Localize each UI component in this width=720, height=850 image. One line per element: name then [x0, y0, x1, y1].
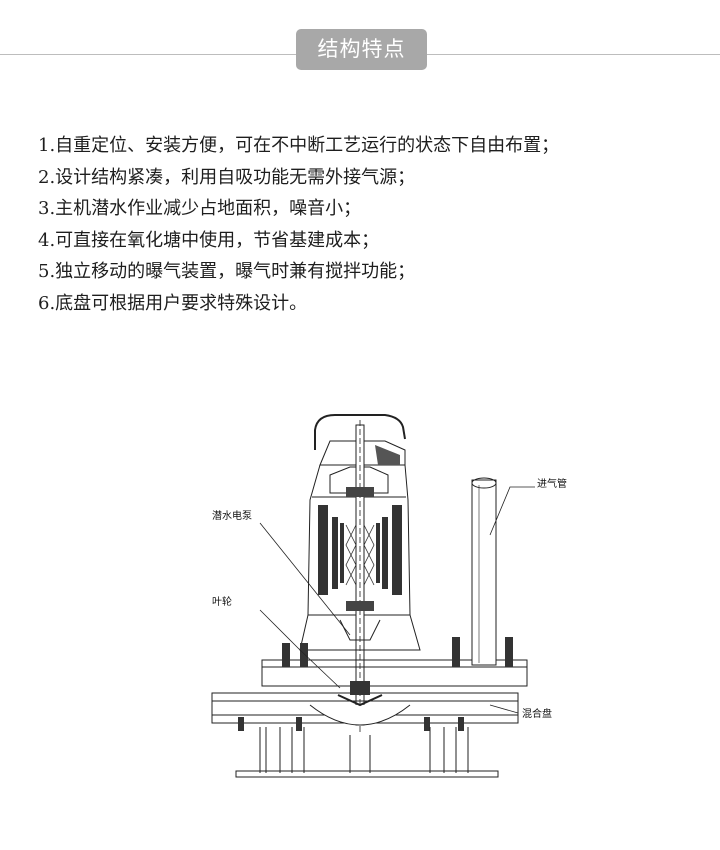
impeller-label: 叶轮 [212, 595, 232, 608]
impeller [337, 694, 383, 707]
base-supports [259, 727, 469, 773]
feature-item-6: 6.底盘可根据用户要求特殊设计。 [38, 292, 308, 314]
feature-item-3: 3.主机潜水作业减少占地面积，噪音小； [38, 198, 362, 219]
feature-item-4: 4.可直接在氧化塘中使用，节省基建成本； [38, 229, 380, 251]
aerator-structure-diagram: 潜水电泵 叶轮 进气管 混合盘 [200, 405, 590, 785]
mixing-plate [211, 692, 519, 724]
section-title: 结构特点 [296, 29, 427, 70]
lifting-handle [314, 414, 406, 450]
mixing-plate-label: 混合盘 [522, 707, 552, 720]
feature-item-5: 5.独立移动的曝气装置，曝气时兼有搅拌功能； [38, 261, 416, 282]
base-plate [235, 770, 499, 778]
feature-list: 1.自重定位、安装方便，可在不中断工艺运行的状态下自由布置； 2.设计结构紧凑，… [38, 130, 559, 319]
motor-windings-right [376, 505, 402, 595]
feature-item-1: 1.自重定位、安装方便，可在不中断工艺运行的状态下自由布置； [38, 135, 560, 156]
motor-windings-left [318, 505, 344, 595]
feature-item-2: 2.设计结构紧凑，利用自吸功能无需外接气源； [38, 166, 416, 188]
air-pipe-label: 进气管 [537, 477, 567, 490]
pump-label: 潜水电泵 [212, 509, 252, 522]
flange [261, 659, 528, 687]
air-inlet-pipe [471, 479, 497, 666]
rotor [345, 524, 375, 586]
